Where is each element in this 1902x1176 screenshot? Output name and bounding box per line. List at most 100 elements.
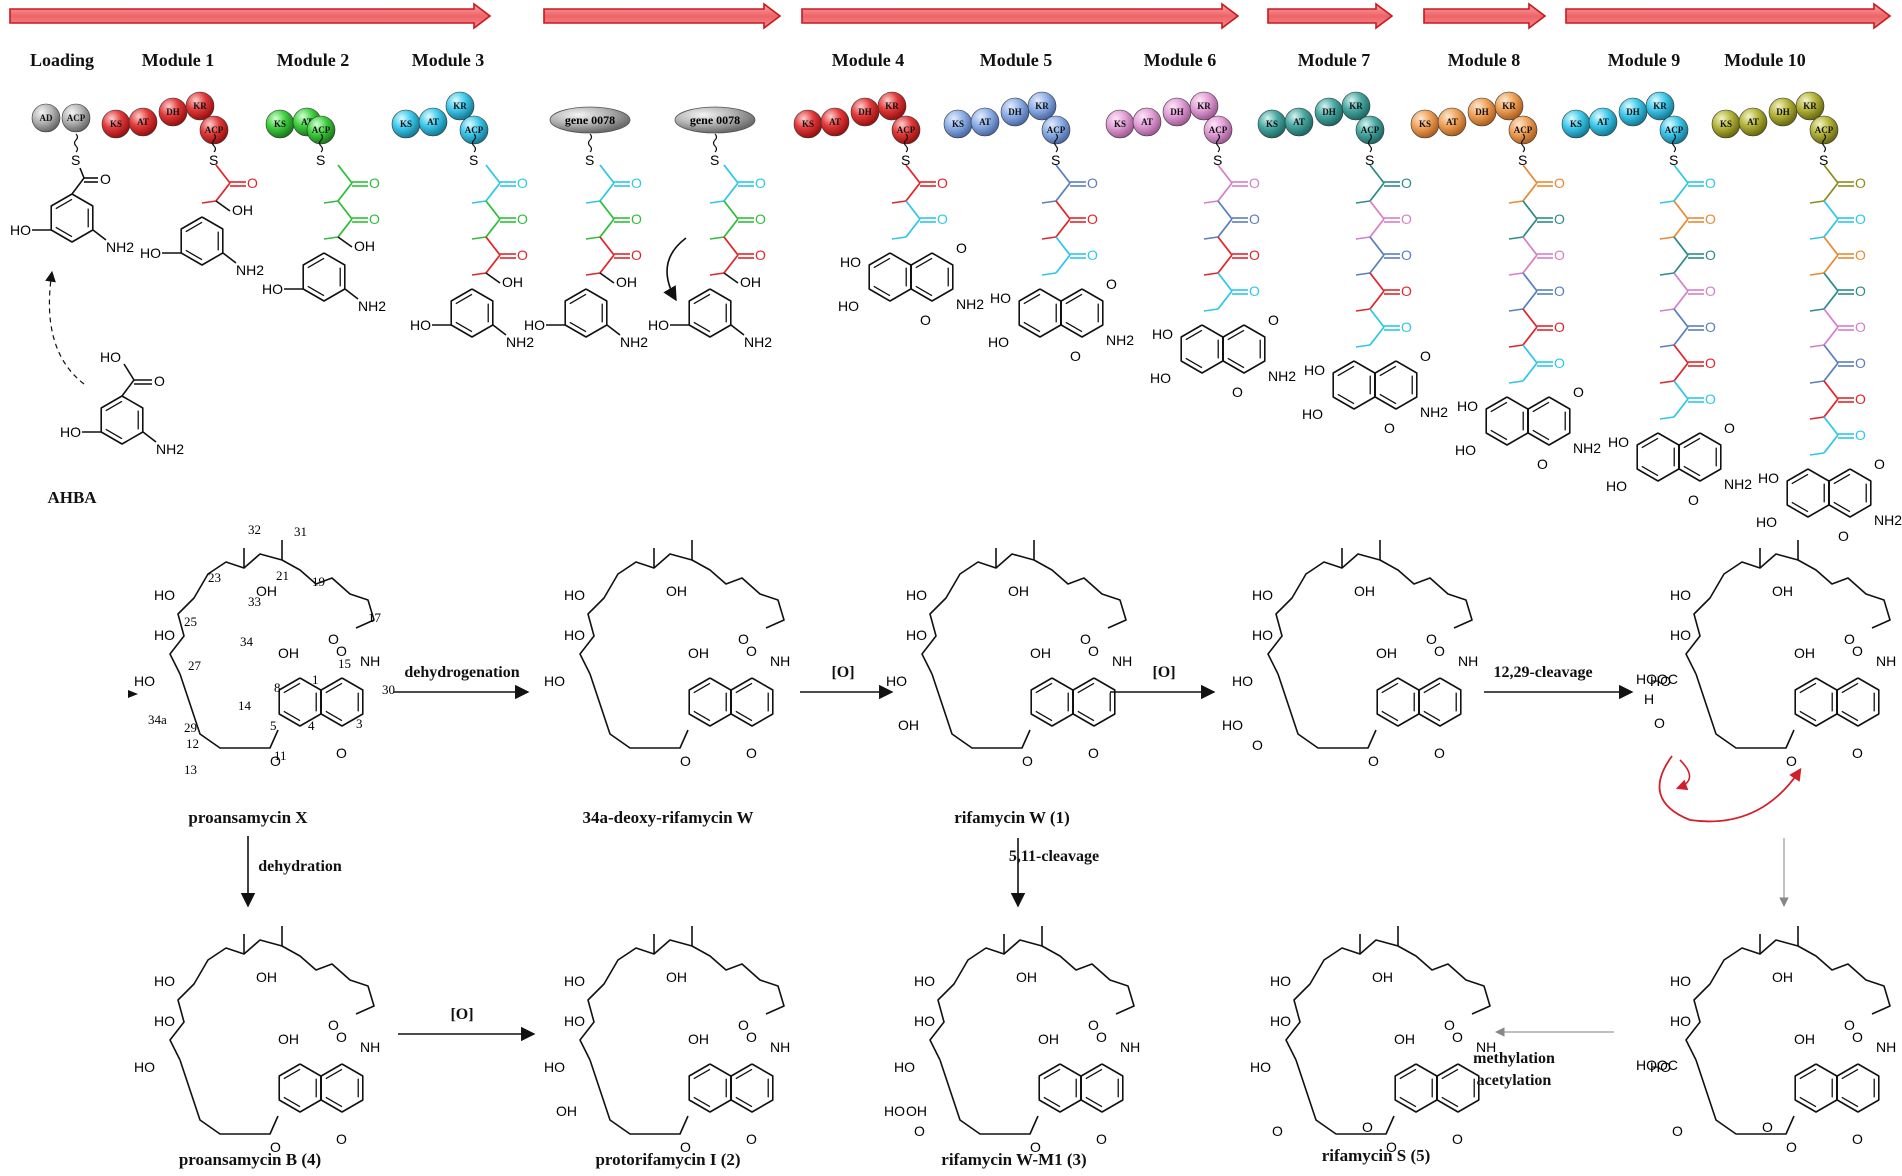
aromatic-double-bond	[185, 249, 203, 261]
aromatic-ring-m3	[450, 288, 494, 338]
acid-oxygen: O	[154, 373, 165, 389]
aromatic-double-bond	[693, 710, 711, 722]
ketone-oxygen: O	[1087, 247, 1098, 263]
aromatic-double-bond	[325, 1096, 343, 1108]
chain-bond-m9	[1673, 200, 1689, 220]
methyl-branch	[471, 236, 487, 240]
chain-hydroxyl-m2: OH	[354, 238, 375, 254]
hydroxyl-27: HO	[134, 1059, 155, 1075]
aromatic-ring-structures: HONH2OHONH2OHOHONH2HONH2HONH2HONH2HONH2H…	[10, 167, 1902, 544]
ketone-oxygen: O	[631, 247, 642, 263]
aromatic-double-bond	[1185, 357, 1203, 369]
hydroxyl-25: HO	[1670, 627, 1691, 643]
acp-domain-3-label: ACP	[465, 125, 484, 135]
amide-oxygen: O	[1444, 1017, 1455, 1033]
aromatic-ring-g2	[688, 288, 732, 338]
acp-domain-1-label: ACP	[205, 125, 224, 135]
mechanism-arrow-1	[1658, 755, 1802, 823]
amino-loading: NH2	[106, 239, 134, 255]
ks-domain-7-label: KS	[1266, 119, 1278, 129]
core-hydroxyl: OH	[688, 1031, 709, 1047]
chain-bond-m8	[1522, 362, 1538, 382]
methyl-branch	[585, 272, 601, 276]
ring-hydroxyl-m9: HO	[1608, 434, 1629, 450]
chain-bond-m7	[1369, 290, 1385, 310]
ks-domain-10-label: KS	[1720, 119, 1732, 129]
dh-domain-7	[1314, 97, 1344, 127]
ketone-oxygen: O	[631, 211, 642, 227]
at-domain-6-label: AT	[1141, 117, 1153, 127]
methyl-branch	[891, 200, 907, 204]
chain-bond-g2	[723, 236, 739, 256]
kr-domain-7-label: KR	[1349, 101, 1363, 111]
dh-domain-10-label: DH	[1776, 107, 1790, 117]
thioester-sulfur: S	[710, 152, 719, 168]
reaction-oxidation-3: [O]	[450, 1006, 474, 1023]
ring-hydroxyl-m4: HO	[840, 254, 861, 270]
amide-oxygen: O	[738, 1017, 749, 1033]
hydroxyl-27: HO	[544, 673, 565, 689]
methyl-branch	[1355, 344, 1371, 348]
ketone-oxygen: O	[1705, 355, 1716, 371]
amide-oxygen: O	[738, 631, 749, 647]
c-n-bond	[222, 252, 237, 264]
aromatic-double-bond	[1399, 1096, 1417, 1108]
hydroxyl-23: HO	[154, 587, 175, 603]
chain-bond-m8	[1522, 164, 1538, 184]
core-ring-a-rifamycin-w-m1	[1038, 1063, 1082, 1113]
hydroxyl-25: HO	[906, 627, 927, 643]
hydroxyl-27: HO	[886, 673, 907, 689]
hydroxyl-25: HO	[1270, 1013, 1291, 1029]
reaction-oxidation-1: [O]	[831, 664, 855, 681]
amino-m2: NH2	[358, 298, 386, 314]
hydroxyl-21: OH	[1372, 969, 1393, 985]
numbering-8: 8	[274, 680, 281, 695]
aromatic-double-bond	[693, 682, 711, 694]
chain-bond-m8	[1522, 326, 1538, 346]
core-ring-b-rifamycin-s	[1436, 1063, 1480, 1113]
quinone-oxygen-m7: O	[1420, 348, 1431, 364]
compound-proansamycin-b: proansamycin B (4)	[178, 1150, 322, 1169]
chain-bond-m9	[1673, 236, 1689, 256]
ks-domain-1-label: KS	[110, 119, 122, 129]
chain-bond-m9	[1673, 290, 1689, 310]
core-quinone-o4: O	[336, 1131, 347, 1147]
chain-bond-m10	[1823, 416, 1839, 436]
naphthoquinone-ring-a-m8	[1485, 396, 1529, 446]
quinone-oxygen-m4: O	[920, 312, 931, 328]
ansa-chain-cleaved-intermediate	[1685, 939, 1891, 1061]
acp-domain-2-label: ACP	[312, 125, 331, 135]
kr-domain-7	[1341, 91, 1371, 121]
quinone-oxygen-m6: O	[1268, 312, 1279, 328]
aromatic-double-bond	[1841, 710, 1859, 722]
hydroxyl-25: HO	[154, 627, 175, 643]
hydroxyl-21: OH	[1354, 583, 1375, 599]
methyl-branch	[1659, 416, 1675, 420]
hydroxyl-23: HO	[906, 587, 927, 603]
ketone-oxygen: O	[247, 175, 258, 191]
chain-bond-m9	[1673, 218, 1689, 238]
aromatic-double-bond	[1490, 401, 1508, 413]
hydroxyl-23: HO	[1270, 973, 1291, 989]
methyl-branch	[1203, 236, 1219, 240]
amino-m1: NH2	[236, 262, 264, 278]
aromatic-double-bond	[735, 1068, 753, 1080]
phosphopantetheine-tether	[587, 133, 593, 153]
compound-34a-deoxy-rifamycin-w: 34a-deoxy-rifamycin W	[582, 808, 754, 827]
aromatic-ring-m1	[180, 216, 224, 266]
aromatic-double-bond	[455, 321, 473, 333]
chain-bond-m10	[1823, 362, 1839, 382]
carboxyl-hydroxyl: HO	[884, 1103, 905, 1119]
hydroxyl-loading: HO	[10, 222, 31, 238]
kr-domain-9	[1645, 91, 1675, 121]
methyl-branch	[1203, 272, 1219, 276]
hydroxyl-27: HO	[544, 1059, 565, 1075]
numbering-5: 5	[270, 718, 277, 733]
aromatic-double-bond	[735, 710, 753, 722]
methyl-branch	[323, 236, 339, 240]
at-domain-5	[970, 107, 1000, 137]
numbering-29: 29	[184, 720, 197, 735]
aromatic-double-bond	[1841, 1068, 1859, 1080]
carboxyl-oxygen: O	[914, 1123, 925, 1139]
